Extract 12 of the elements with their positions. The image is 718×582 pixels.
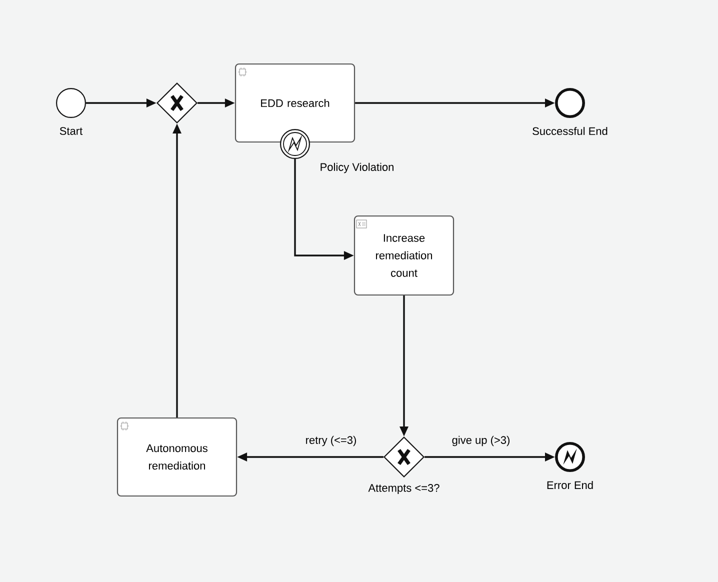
node-caption: Error End (547, 480, 593, 490)
edge-label: give up (>3) (450, 434, 512, 448)
task-box: Increase remediation count (354, 215, 454, 296)
start-event-circle (56, 88, 86, 118)
node-caption: Successful End (532, 126, 608, 136)
task-box: EDD research (234, 63, 356, 143)
boundary-event-circle (280, 129, 310, 159)
task-box: Autonomous remediation (116, 417, 238, 497)
node-caption: Policy Violation (320, 162, 394, 174)
node-caption: Start (60, 127, 83, 135)
edge-label: retry (<=3) (304, 434, 358, 448)
node-caption: Attempts <=3? (368, 484, 440, 494)
